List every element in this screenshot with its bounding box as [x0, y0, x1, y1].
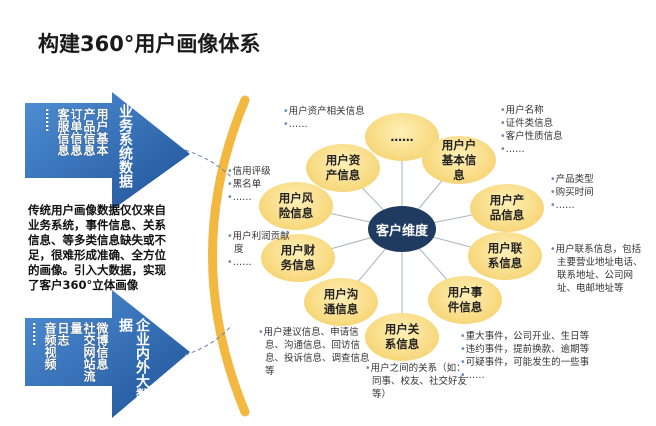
notes-risk: 信用评级黑名单…… [227, 165, 297, 204]
top-arrow-shape [25, 92, 190, 210]
notes-comm: 用户建议信息、申请信息、沟通信息、回访信息、投诉信息、调查信息等 [258, 326, 373, 378]
note-item: …… [500, 143, 600, 156]
node-label: …… [390, 129, 414, 144]
note-item: 用户之间的关系（如：同事、校友、社交好友等） [365, 362, 475, 401]
description-text: 传统用户画像数据仅仅来自业务系统，事件信息、关系信息、等多类信息缺失或不足，很难… [28, 203, 166, 292]
note-item: 可疑事件，可能发生的一些事 [460, 356, 610, 369]
node-label: 用户关系信息 [384, 322, 420, 351]
notes-event: 重大事件，公司开业、生日等违约事件，提前换款、逾期等可疑事件，可能发生的一些事…… [460, 330, 610, 382]
note-item: 产品类型 [550, 173, 630, 186]
node-label: 用户资产信息 [325, 153, 361, 182]
bottom-arrow-heading: 企业内外大数据 [117, 318, 150, 402]
node-basic: 用户户基本信息 [422, 136, 496, 184]
node-comm: 用户沟通信息 [304, 278, 378, 326]
notes-asset: 用户资产相关信息…… [283, 105, 393, 131]
note-item: 用户联系信息，包括主要营业地址电话、联系地址、公司网址、电邮地址等 [550, 243, 645, 295]
node-asset: 用户资产信息 [306, 144, 380, 192]
bottom-arrow-items: 微博信息社交网站流量日志音频视频…… [30, 322, 109, 382]
dashed-connector-bottom [184, 324, 233, 356]
note-item: …… [227, 191, 297, 204]
note-item: 黑名单 [227, 178, 297, 191]
note-item: …… [460, 369, 610, 382]
note-item: …… [283, 118, 393, 131]
page-title: 构建360°用户画像体系 [38, 32, 261, 56]
note-item: 购买时间 [550, 186, 630, 199]
bottom-arrow-shape [25, 290, 190, 418]
node-label: 用户产品信息 [489, 193, 525, 222]
note-item: 用户名称 [500, 104, 600, 117]
node-label: 用户沟通信息 [323, 287, 359, 316]
note-item: …… [550, 199, 630, 212]
node-label: 用户户基本信息 [441, 137, 477, 182]
note-item: 用户资产相关信息 [283, 105, 393, 118]
note-item: 信用评级 [227, 165, 297, 178]
notes-relation: 用户之间的关系（如：同事、校友、社交好友等） [365, 362, 475, 401]
notes-product: 产品类型购买时间…… [550, 173, 630, 212]
note-item: 客户性质信息 [500, 130, 600, 143]
notes-finance: 用户利润贡献度…… [227, 230, 292, 269]
node-label: 用户联系信息 [487, 241, 523, 270]
notes-contact: 用户联系信息，包括主要营业地址电话、联系地址、公司网址、电邮地址等 [550, 243, 645, 295]
note-item: 用户利润贡献度 [227, 230, 292, 256]
center-node: 客户维度 [368, 206, 436, 252]
note-item: 证件类信息 [500, 117, 600, 130]
notes-basic: 用户名称证件类信息客户性质信息…… [500, 104, 600, 156]
note-item: …… [227, 256, 292, 269]
node-product: 用户产品信息 [470, 184, 544, 232]
top-arrow-heading: 业务系统数据 [117, 104, 133, 188]
note-item: 重大事件，公司开业、生日等 [460, 330, 610, 343]
note-item: 用户建议信息、申请信息、沟通信息、回访信息、投诉信息、调查信息等 [258, 326, 373, 378]
top-arrow-items: 用户基本产品信息订单信息客服信息…… [43, 108, 109, 156]
node-relation: 用户关系信息 [365, 313, 439, 361]
note-item: 违约事件，提前换款、逾期等 [460, 343, 610, 356]
node-contact: 用户联系信息 [468, 232, 542, 280]
orange-arc [208, 95, 250, 417]
node-event: 用户事件信息 [428, 276, 502, 324]
node-label: 用户事件信息 [447, 285, 483, 314]
